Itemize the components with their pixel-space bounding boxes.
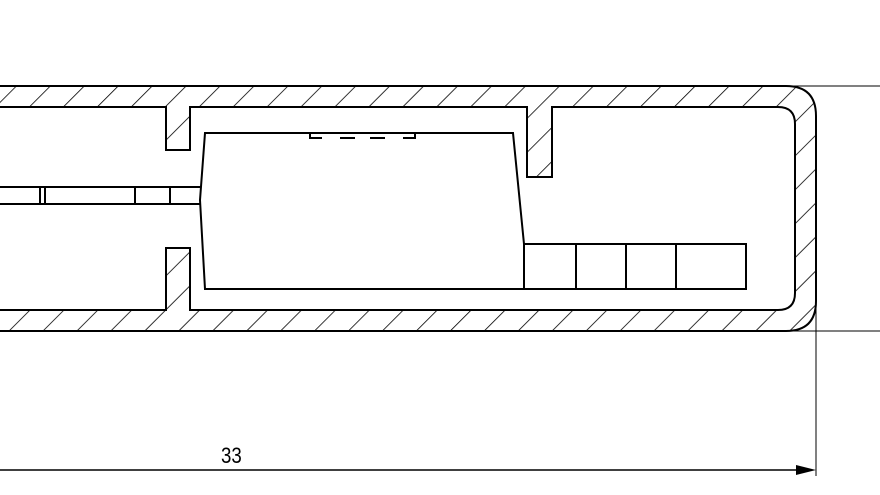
dimension-line-33 xyxy=(0,465,816,475)
pad-4 xyxy=(675,243,747,290)
contact-pads xyxy=(523,243,747,290)
component-block xyxy=(198,132,525,290)
pad-3 xyxy=(625,243,677,290)
connector-rail xyxy=(0,186,201,205)
extension-lines xyxy=(786,85,880,476)
pad-1 xyxy=(523,243,577,290)
dimension-label: 33 xyxy=(221,443,242,468)
hidden-feature-line xyxy=(309,133,416,139)
pad-2 xyxy=(575,243,627,290)
arrowhead-icon xyxy=(796,465,816,475)
